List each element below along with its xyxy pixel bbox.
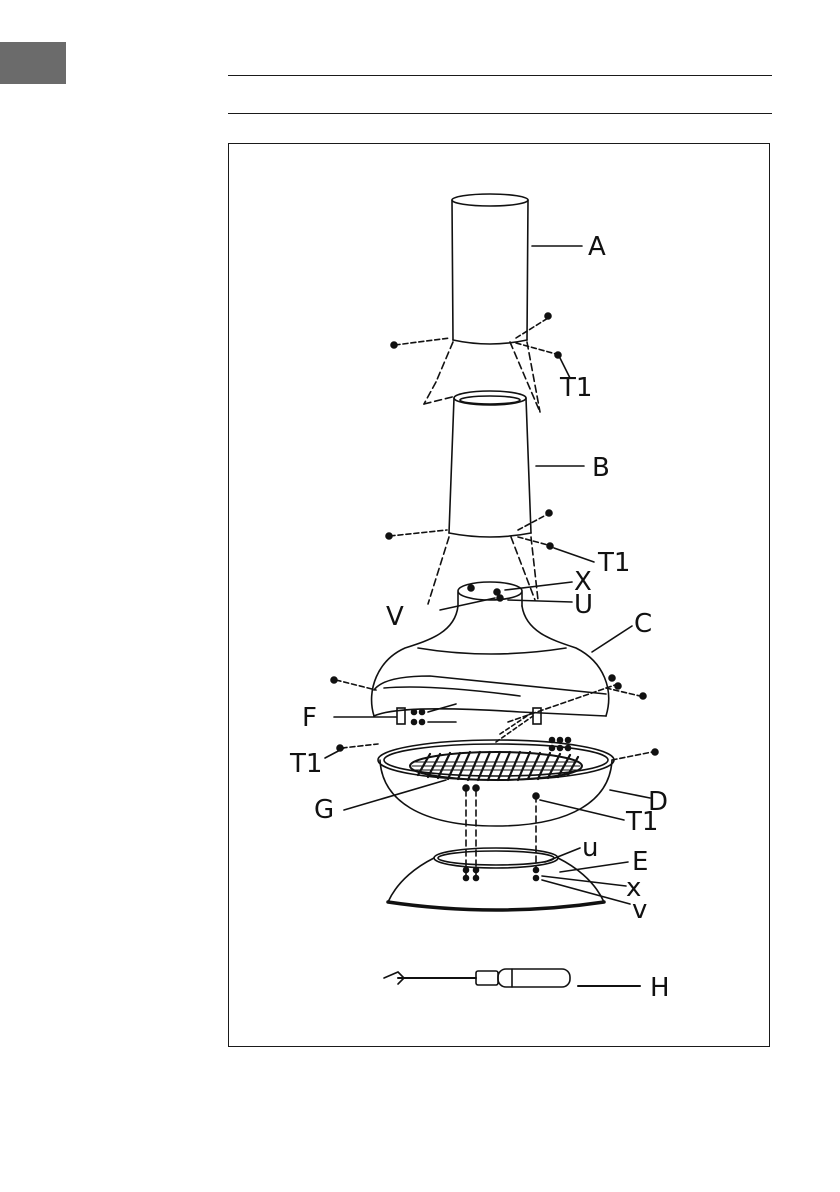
label-v-upper: V (386, 602, 404, 632)
label-t1-a: T1 (559, 373, 592, 403)
label-h: H (650, 973, 670, 1003)
part-h-poker (384, 969, 640, 987)
label-c: C (634, 609, 652, 639)
label-u-upper: U (574, 590, 593, 620)
label-v-lower: v (632, 895, 647, 925)
part-f-bracket (334, 684, 618, 742)
label-g: G (314, 795, 334, 825)
label-b: B (592, 453, 610, 483)
label-u-lower: u (582, 833, 598, 863)
part-b-chimney-lower (386, 391, 594, 562)
label-t1-d: T1 (625, 807, 658, 837)
label-f: F (302, 703, 317, 733)
labels: A T1 B T1 X U V C F T1 D G T1 u E x v H (289, 232, 670, 1003)
part-c-hood (331, 582, 646, 716)
part-a-chimney-top (391, 194, 582, 378)
label-a: A (588, 232, 606, 262)
part-d-bowl (325, 738, 658, 827)
label-t1-b: T1 (597, 548, 630, 578)
label-t1-c: T1 (289, 749, 322, 779)
